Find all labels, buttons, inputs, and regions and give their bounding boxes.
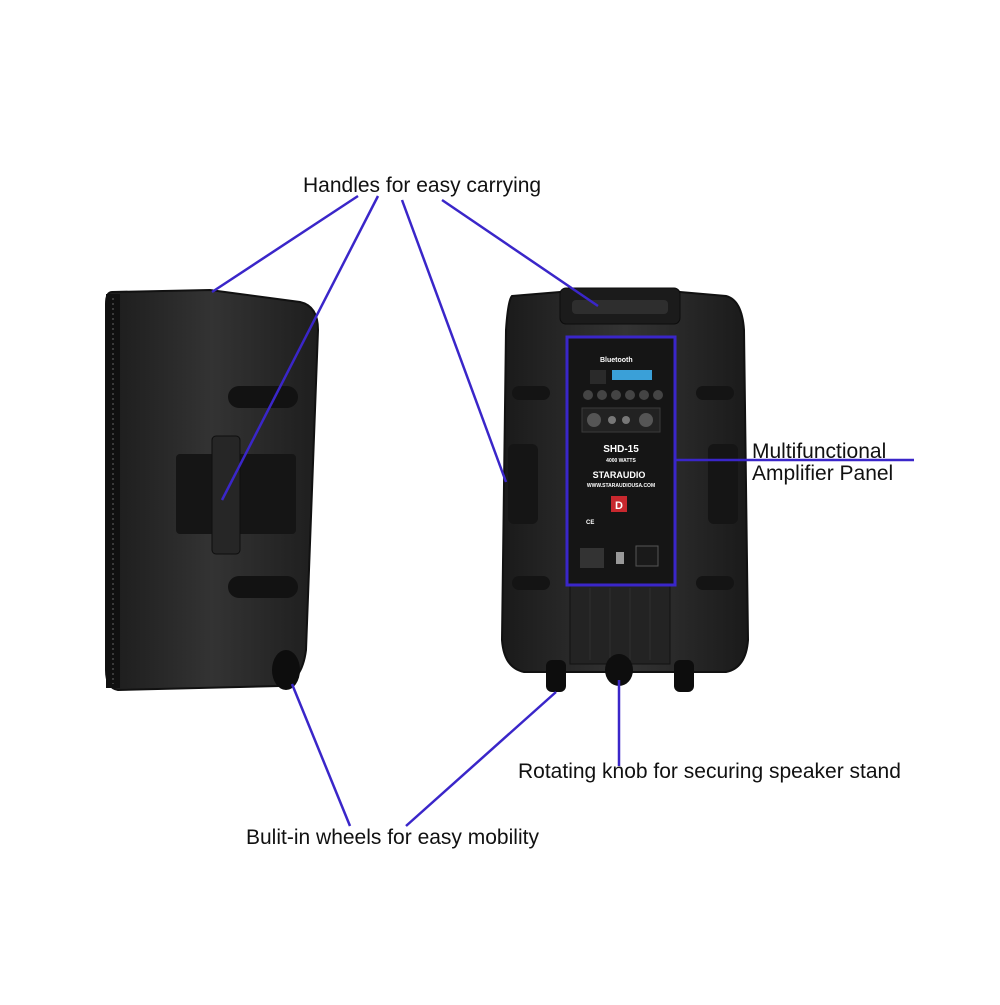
fuse-holder — [580, 548, 604, 568]
callout-panel-line2: Amplifier Panel — [752, 462, 894, 485]
grille-edge — [106, 294, 120, 688]
amplifier-panel: Bluetooth SHD-15 4000 WATTS STARAUDIO WW… — [567, 337, 675, 585]
speaker-side-view — [105, 288, 320, 692]
wattage: 4000 WATTS — [606, 458, 636, 464]
wheel — [272, 650, 300, 690]
stand-knob — [605, 654, 633, 686]
bottom-handle-groove — [228, 576, 298, 598]
brand-logo-letter: D — [615, 500, 623, 512]
right-wheel — [674, 660, 694, 692]
speaker-rear-view: Bluetooth SHD-15 4000 WATTS STARAUDIO WW… — [500, 287, 750, 692]
model-name: SHD-15 — [603, 444, 639, 455]
left-side-handle — [508, 444, 538, 524]
brand-logo — [611, 496, 627, 512]
callout-knob: Rotating knob for securing speaker stand — [518, 760, 901, 783]
callout-wheels: Bulit-in wheels for easy mobility — [246, 826, 539, 849]
right-side-handle — [708, 444, 738, 524]
callout-lines — [211, 194, 914, 827]
brand-name: STARAUDIO — [593, 470, 646, 480]
bluetooth-label: Bluetooth — [600, 357, 633, 364]
left-wheel — [546, 660, 566, 692]
ce-mark: CE — [586, 520, 594, 526]
callout-panel-line1: Multifunctional — [752, 440, 887, 463]
lcd-display — [612, 370, 652, 380]
website: WWW.STARAUDIOUSA.COM — [587, 483, 655, 489]
top-handle-groove — [228, 386, 298, 408]
callout-handles: Handles for easy carrying — [303, 174, 542, 197]
power-socket — [635, 545, 659, 567]
